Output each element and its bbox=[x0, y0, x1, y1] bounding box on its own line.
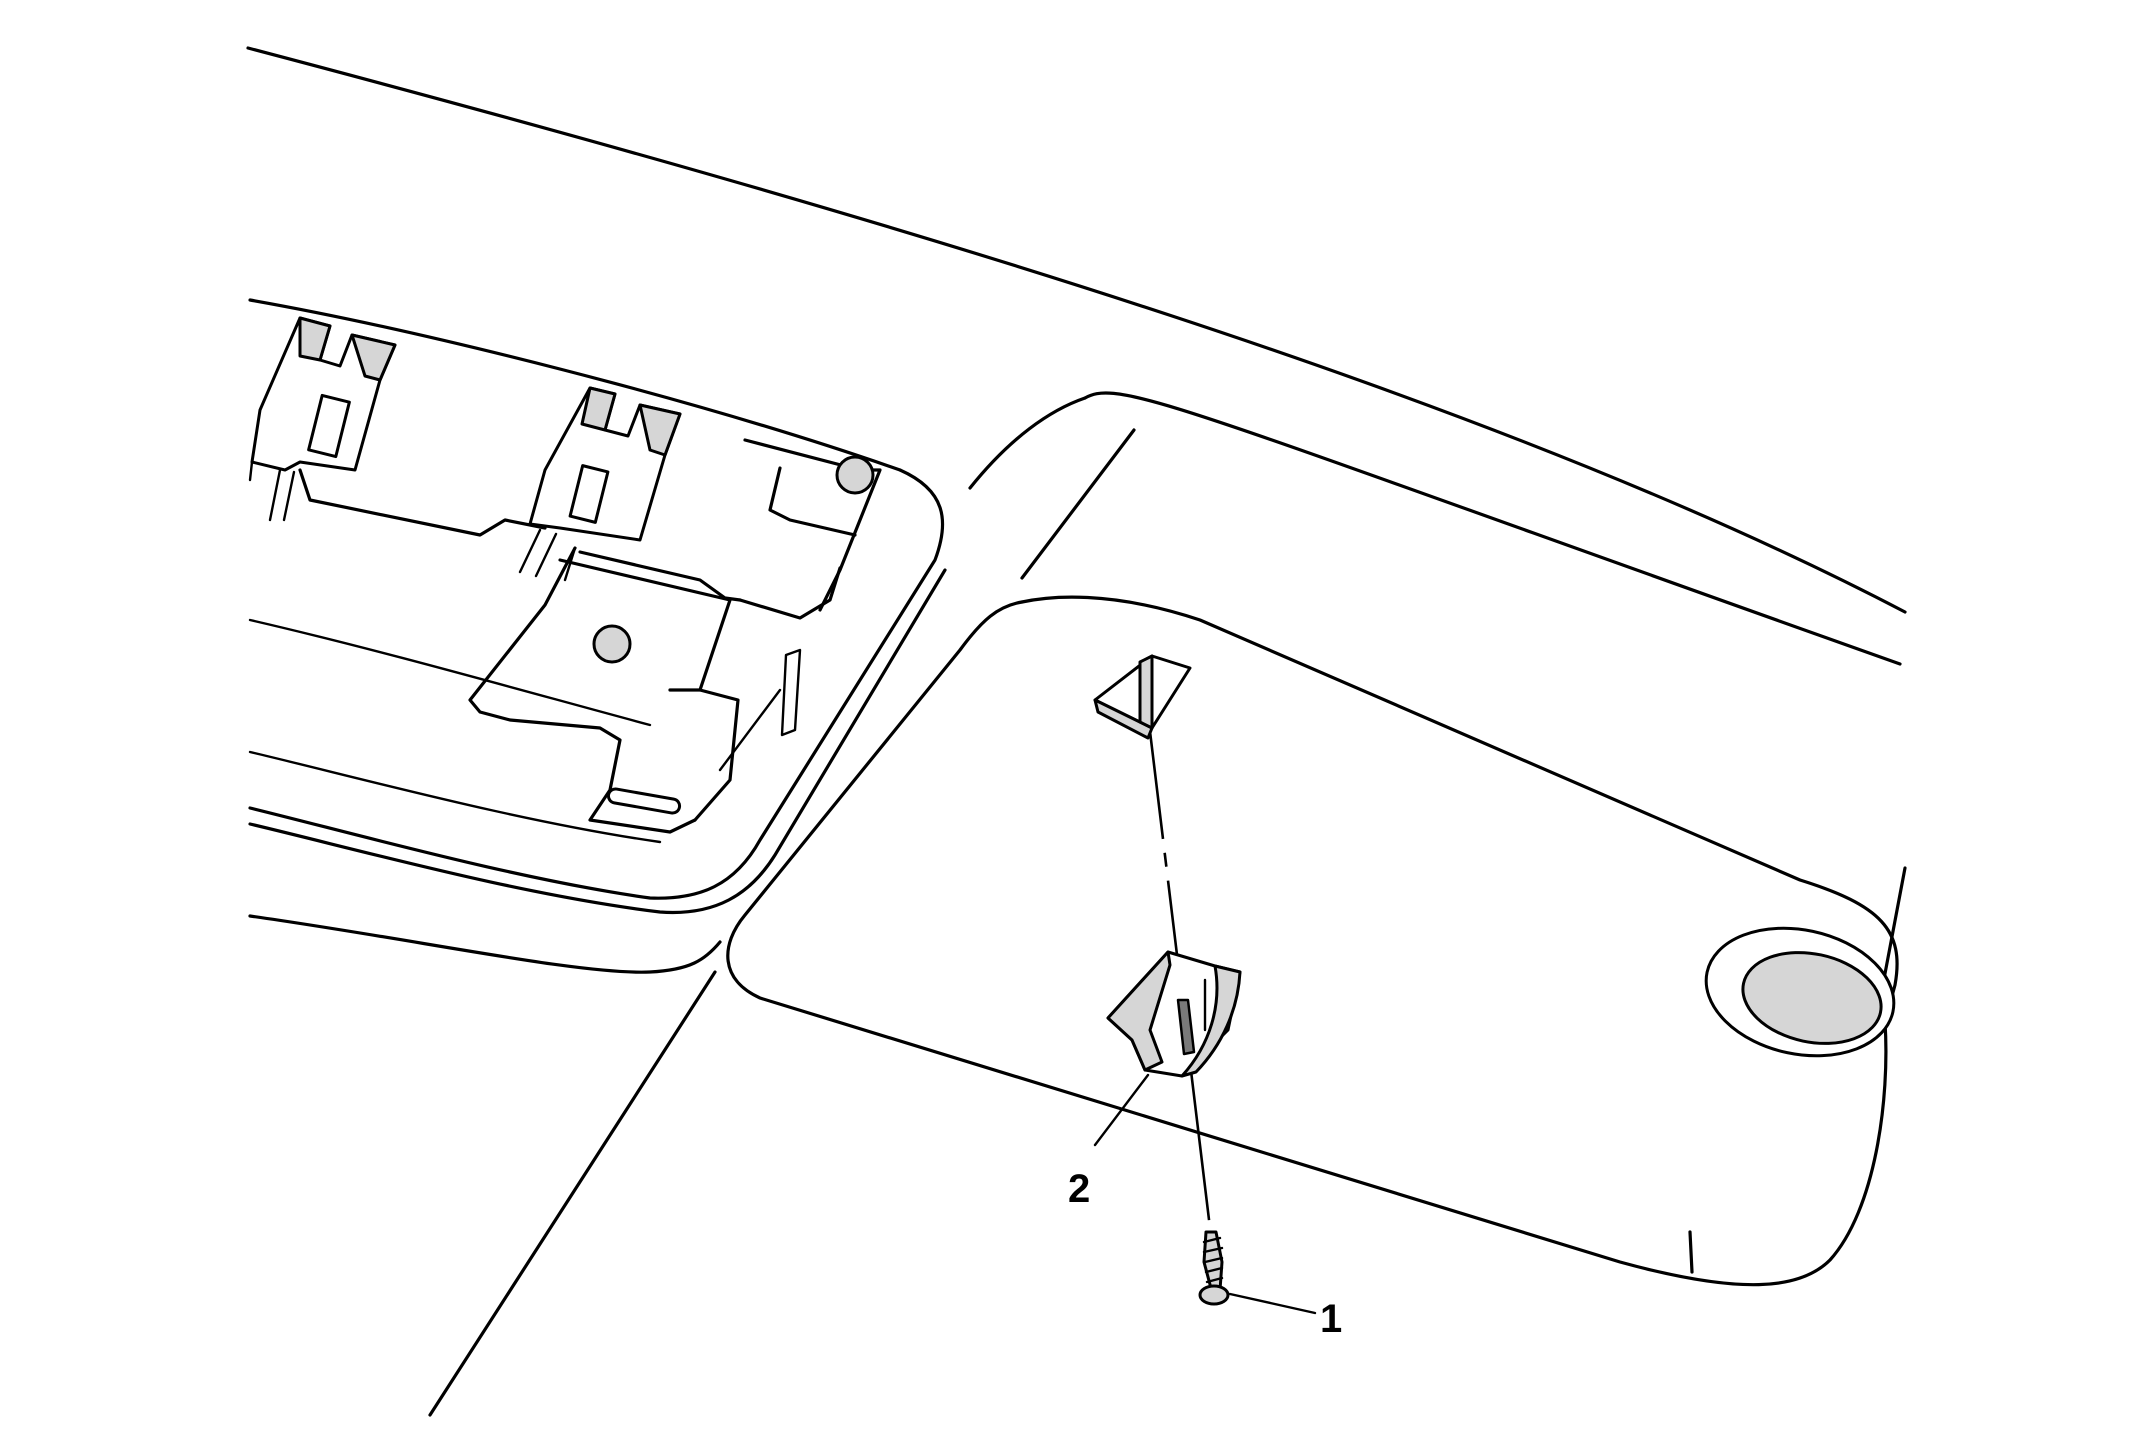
leader-lines bbox=[1093, 1073, 1317, 1315]
retainer-clip bbox=[1106, 950, 1242, 1078]
sunshade-panel bbox=[726, 595, 1899, 1287]
callout-1: 1 bbox=[1320, 1297, 1342, 1341]
console-bracket-right bbox=[518, 386, 682, 582]
callout-2: 2 bbox=[1068, 1167, 1090, 1211]
leader-line-2 bbox=[1093, 1073, 1150, 1147]
leader-line-1 bbox=[1228, 1292, 1317, 1315]
mounting-hole bbox=[1093, 654, 1192, 740]
console-opening bbox=[248, 298, 947, 974]
console-tray bbox=[298, 438, 882, 834]
console-bracket-left bbox=[248, 316, 397, 522]
headliner bbox=[246, 46, 1907, 1417]
screw bbox=[1198, 1230, 1230, 1306]
